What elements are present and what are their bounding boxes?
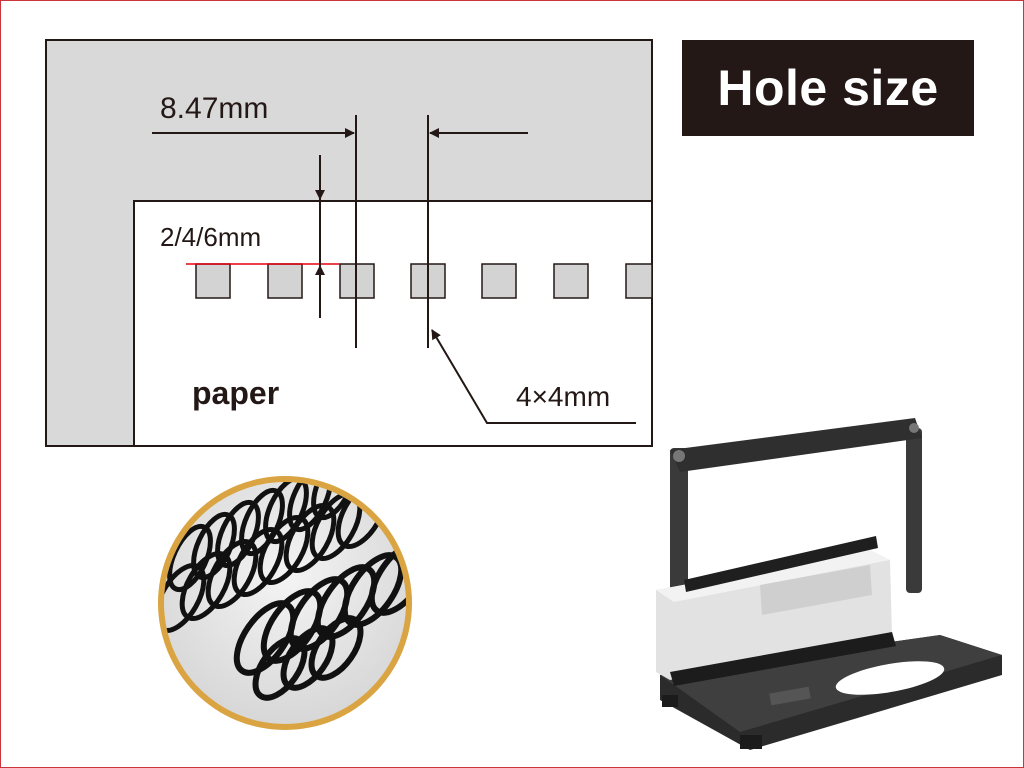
hole [553,263,589,299]
binding-machine-image [640,410,1010,765]
hole [267,263,303,299]
hole-size-title: Hole size [682,40,974,136]
hole [481,263,517,299]
margin-label: 2/4/6mm [160,222,261,252]
pitch-label: 8.47mm [160,92,268,125]
paper-label: paper [192,375,279,411]
wire-coil-image [150,468,420,743]
hole-size-leader [431,329,636,424]
paper-sheet [133,200,653,447]
hole [625,263,653,299]
hole [195,263,231,299]
hole-size-label: 4×4mm [516,381,610,412]
